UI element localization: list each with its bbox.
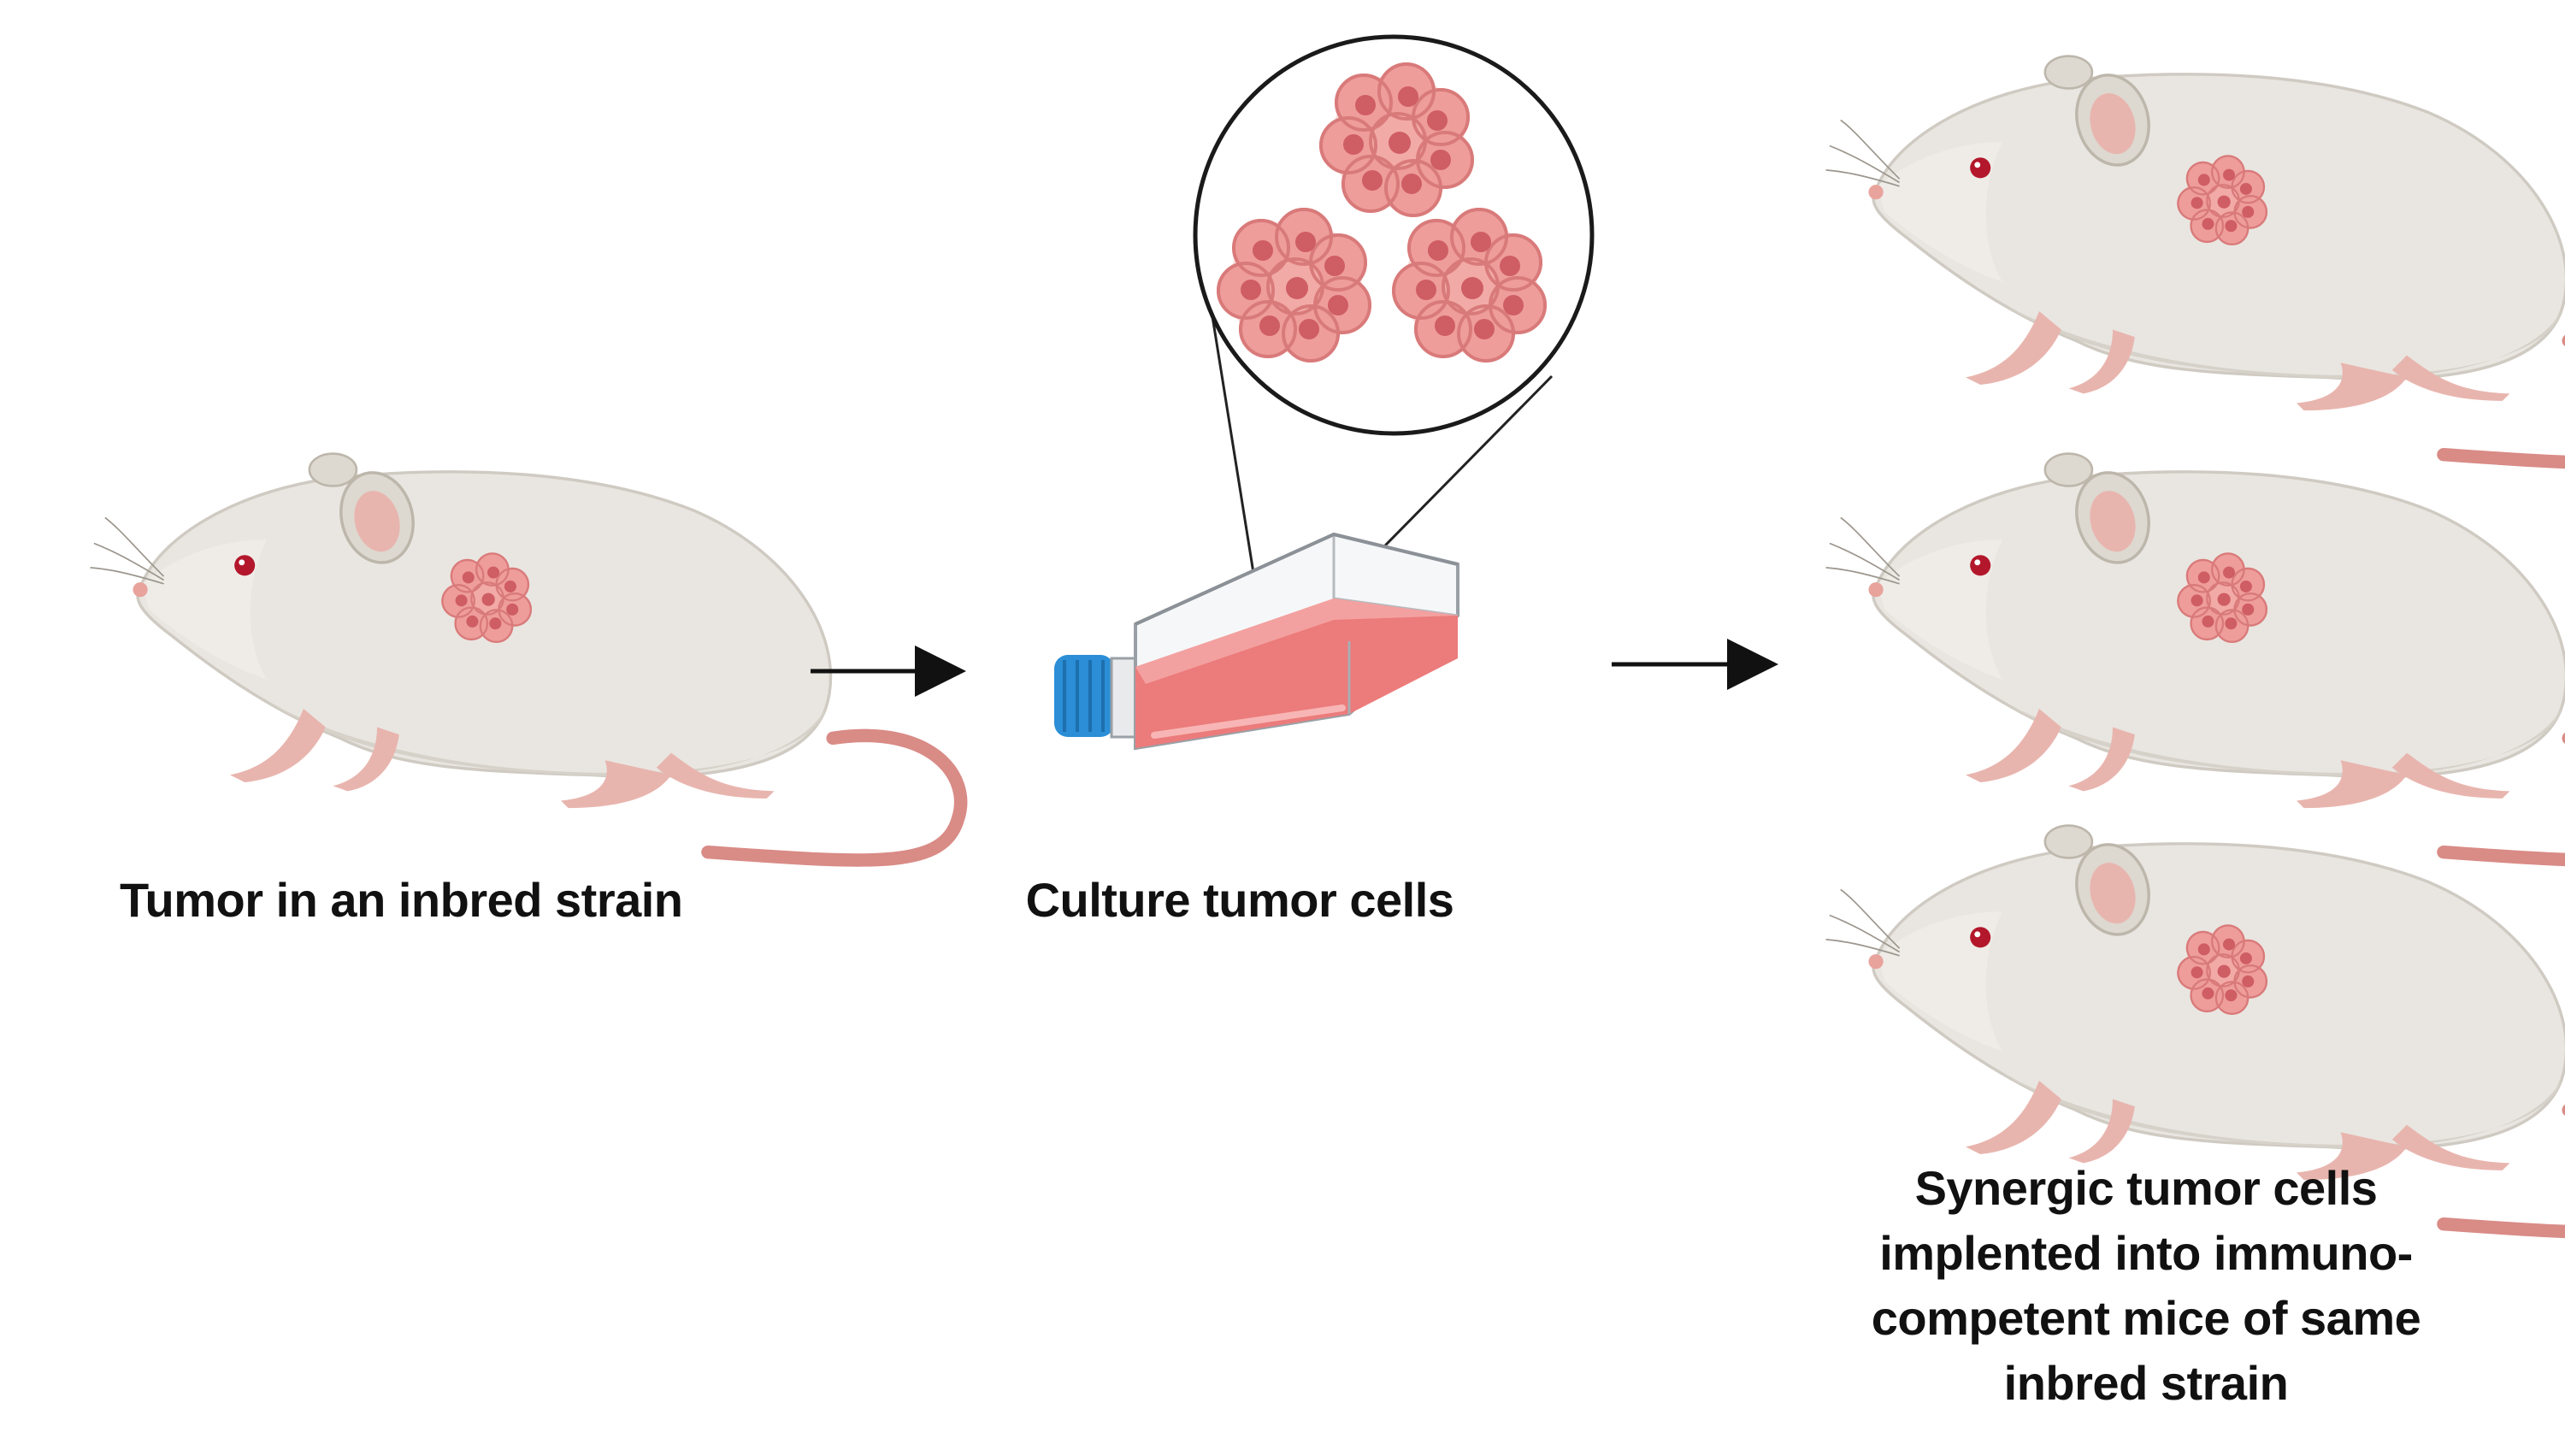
magnifier-circle — [1193, 34, 1595, 659]
source-mouse-icon — [91, 454, 961, 860]
implant-caption-line: implented into immuno- — [1879, 1226, 2413, 1280]
implant-caption-line: inbred strain — [2003, 1356, 2289, 1410]
culture-caption: Culture tumor cells — [1025, 873, 1454, 927]
culture-flask-icon — [1054, 532, 1459, 751]
implant-caption: Synergic tumor cells implented into immu… — [1821, 1156, 2471, 1416]
implant-caption-line: competent mice of same — [1871, 1291, 2421, 1345]
source-caption: Tumor in an inbred strain — [120, 873, 683, 927]
recipient-mouse-icon — [1826, 454, 2565, 860]
implant-caption-line: Synergic tumor cells — [1914, 1161, 2378, 1215]
recipient-mouse-icon — [1826, 56, 2565, 463]
